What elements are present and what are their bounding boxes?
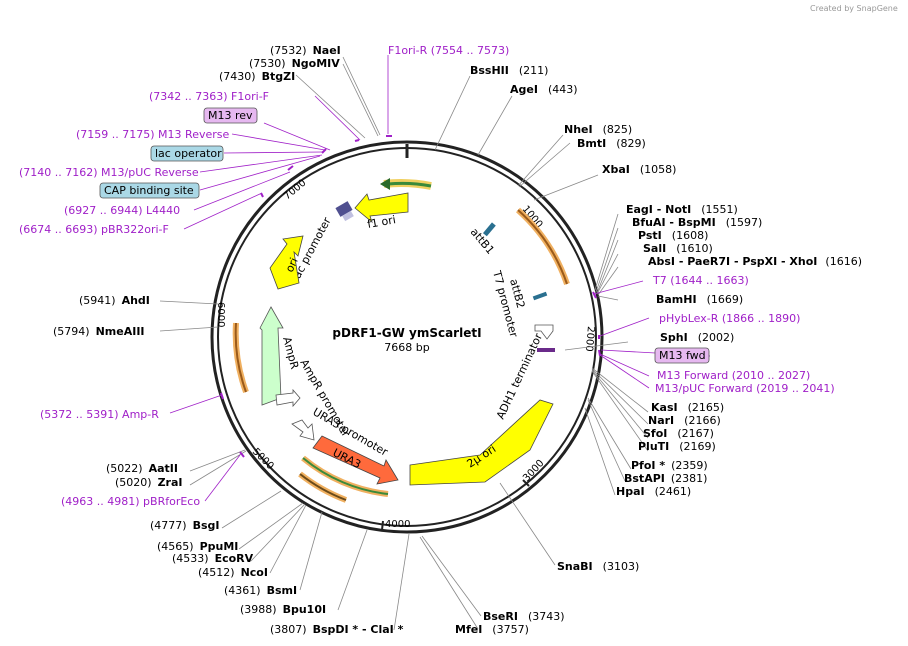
- site-zrai: (5020)ZraI: [115, 476, 183, 489]
- box-m13-fwd: M13 fwd: [659, 349, 706, 362]
- site-ecorv: (4533)EcoRV: [172, 552, 254, 565]
- primer-l4440: (6927 .. 6944) L4440: [64, 204, 180, 217]
- site-bseri: BseRI(3743): [483, 610, 565, 623]
- site-nmeaiii: (5794)NmeAIII: [53, 325, 145, 338]
- tick-3000: 3000: [521, 458, 546, 484]
- site-bspdi-clai: (3807)BspDI * - ClaI *: [270, 623, 404, 636]
- box-cap-binding-site: CAP binding site: [104, 184, 194, 197]
- primer-phyblex-r: pHybLex-R (1866 .. 1890): [659, 312, 800, 325]
- snapgene-credit: Created by SnapGene: [810, 4, 898, 13]
- site-nhei: NheI(825): [564, 123, 632, 136]
- ampr-label: AmpR: [280, 335, 301, 370]
- site-pluti: PluTI(2169): [638, 440, 716, 453]
- site-ncoi: (4512)NcoI: [198, 566, 268, 579]
- primer-pbrforeco: (4963 .. 4981) pBRforEco: [61, 495, 200, 508]
- site-psti: PstI(1608): [638, 229, 708, 242]
- primer-m13-forward: M13 Forward (2010 .. 2027): [657, 369, 810, 382]
- site-ppumi: (4565)PpuMI: [157, 540, 238, 553]
- site-bsshii: BssHII(211): [470, 64, 548, 77]
- site-bamhi: BamHI(1669): [656, 293, 743, 306]
- tick-6000: 6000: [215, 302, 226, 327]
- primer-f1ori-r: F1ori-R (7554 .. 7573): [388, 44, 509, 57]
- attb2-mark: [532, 291, 548, 301]
- ura3-arrow: [312, 435, 399, 485]
- site-pfoi: PfoI *(2359): [631, 459, 708, 472]
- right-sites: BssHII(211) AgeI(443) NheI(825) BmtI(829…: [455, 64, 862, 636]
- site-bpu10i: (3988)Bpu10I: [240, 603, 326, 616]
- box-m13-rev: M13 rev: [208, 109, 253, 122]
- f1ori-arrow-head: [380, 178, 390, 190]
- primer-pbr322ori-f: (6674 .. 6693) pBR322ori-F: [19, 223, 169, 236]
- leader-lines: [159, 56, 649, 631]
- attb1-label: attB1: [468, 226, 497, 257]
- tick-2000: 2000: [583, 326, 596, 352]
- adh1-mark: [537, 348, 555, 352]
- site-kasi: KasI(2165): [651, 401, 724, 414]
- pbr-line: [299, 473, 347, 501]
- site-xbai: XbaI(1058): [602, 163, 676, 176]
- site-ngomiv: (7530)NgoMIV: [249, 57, 340, 70]
- primer-m13puc-reverse: (7140 .. 7162) M13/pUC Reverse: [19, 166, 199, 179]
- primer-m13-reverse: (7159 .. 7175) M13 Reverse: [76, 128, 229, 141]
- site-bmti: BmtI(829): [577, 137, 646, 150]
- left-sites: (7532)NaeI (7530)NgoMIV (7430)BtgZI (594…: [53, 44, 404, 636]
- ampr-arrow: [259, 306, 284, 406]
- f1ori-label: f1 ori: [366, 213, 397, 231]
- site-ahdi: (5941)AhdI: [79, 294, 150, 307]
- f1ori-block: [354, 192, 409, 224]
- site-nari: NarI(2166): [648, 414, 721, 427]
- site-eagi-noti: EagI - NotI(1551): [626, 203, 738, 216]
- backbone-outer: [210, 140, 604, 534]
- tick-7000: 7000: [282, 178, 309, 203]
- primer-t7: T7 (1644 .. 1663): [652, 274, 749, 287]
- site-sphi: SphI(2002): [660, 331, 734, 344]
- primer-labels: F1ori-R (7554 .. 7573) (7342 .. 7363) F1…: [19, 44, 835, 508]
- ori-arrow: [269, 235, 304, 290]
- site-bsmi: (4361)BsmI: [224, 584, 297, 597]
- primer-m13puc-forward: M13/pUC Forward (2019 .. 2041): [655, 382, 835, 395]
- site-bstapi: BstAPI(2381): [624, 472, 707, 485]
- site-sfoi: SfoI(2167): [643, 427, 714, 440]
- tick-4000: 4000: [385, 519, 410, 530]
- site-btgzi: (7430)BtgZI: [219, 70, 295, 83]
- site-bfuai-bspmi: BfuAI - BspMI(1597): [632, 216, 762, 229]
- attb1-mark: [482, 222, 496, 237]
- ori-label: ori: [283, 256, 301, 274]
- site-hpai: HpaI(2461): [616, 485, 691, 498]
- plasmid-title: pDRF1-GW ymScarletI: [332, 326, 481, 340]
- lac-region: [335, 201, 354, 222]
- plasmid-length: 7668 bp: [384, 341, 429, 354]
- boxed-labels: M13 rev lac operator CAP binding site M1…: [99, 107, 710, 364]
- site-snabi: SnaBI(3103): [557, 560, 639, 573]
- site-absi-xhoi: AbsI - PaeR7I - PspXI - XhoI(1616): [648, 255, 862, 268]
- ura3-line: [302, 457, 389, 495]
- amprp-arrow: [275, 388, 301, 408]
- site-bsgi: (4777)BsgI: [150, 519, 219, 532]
- primer-f1ori-f: (7342 .. 7363) F1ori-F: [149, 90, 269, 103]
- twomu-arrow: [409, 399, 554, 486]
- t7p-arrow: [534, 324, 554, 340]
- site-sali: SalI(1610): [643, 242, 713, 255]
- ura3p-arrow: [291, 419, 315, 441]
- primer-amp-r: (5372 .. 5391) Amp-R: [40, 408, 159, 421]
- site-mfei: MfeI(3757): [455, 623, 529, 636]
- attb-line: [517, 209, 568, 285]
- box-lac-operator: lac operator: [155, 147, 222, 160]
- site-agei: AgeI(443): [510, 83, 578, 96]
- site-aatii: (5022)AatII: [106, 462, 178, 475]
- primer-markers: [220, 135, 601, 458]
- site-naei: (7532)NaeI: [270, 44, 341, 57]
- ampr-line: [234, 322, 247, 393]
